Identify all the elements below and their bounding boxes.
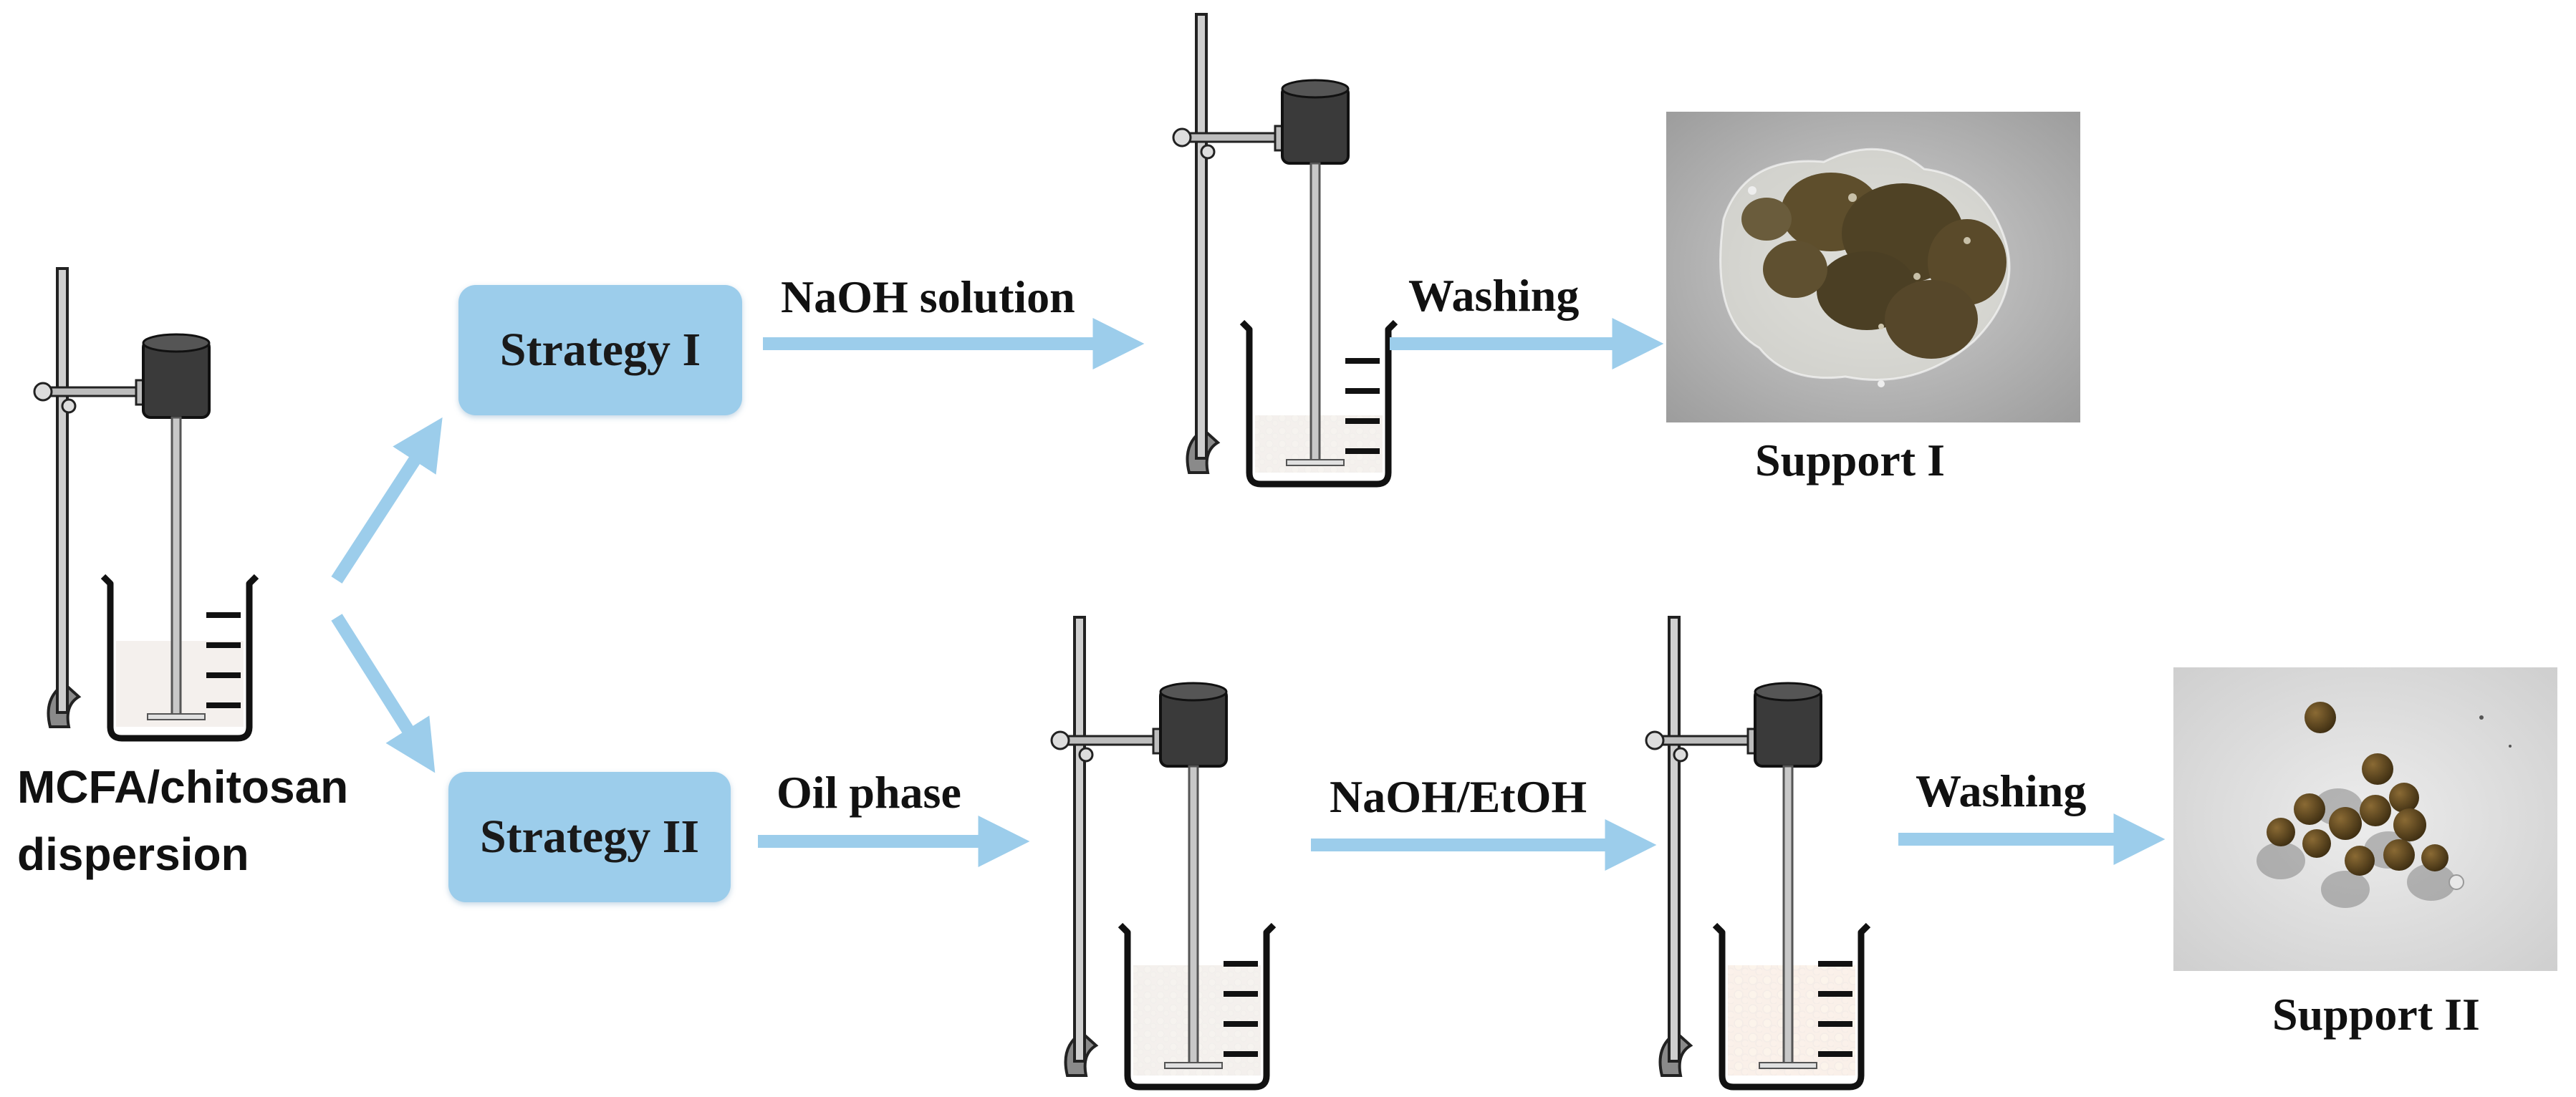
strategy-1-box: Strategy I <box>458 285 742 415</box>
step-label-naoh-etoh: NaOH/EtOH <box>1330 771 1587 822</box>
arrow-to-strategy-1 <box>331 417 443 584</box>
start-label: MCFA/chitosan dispersion <box>17 753 348 888</box>
step-label-naoh-solution: NaOH solution <box>781 271 1075 322</box>
start-label-line1: MCFA/chitosan <box>17 761 349 813</box>
strategy-2-box: Strategy II <box>448 772 731 902</box>
strategy-2-label: Strategy II <box>479 811 700 863</box>
stirrer-apparatus-naoh-etoh <box>1646 617 1868 1087</box>
step-label-washing-2: Washing <box>1916 765 2087 816</box>
strategy-1-label: Strategy I <box>499 324 701 376</box>
arrow-to-strategy-2 <box>331 614 436 773</box>
stirrer-apparatus-oil-phase <box>1052 617 1274 1087</box>
stirrer-apparatus-initial <box>34 269 256 738</box>
support-2-photo <box>2173 667 2557 971</box>
step-label-oil-phase: Oil phase <box>777 767 961 818</box>
start-label-line2: dispersion <box>17 828 249 880</box>
support-1-photo <box>1666 112 2080 422</box>
support-2-label: Support II <box>2272 989 2480 1040</box>
flow-arrows <box>331 318 2166 871</box>
stirrer-apparatus-naoh <box>1173 14 1395 484</box>
support-1-label: Support I <box>1755 435 1945 485</box>
step-label-washing-1: Washing <box>1408 270 1580 321</box>
